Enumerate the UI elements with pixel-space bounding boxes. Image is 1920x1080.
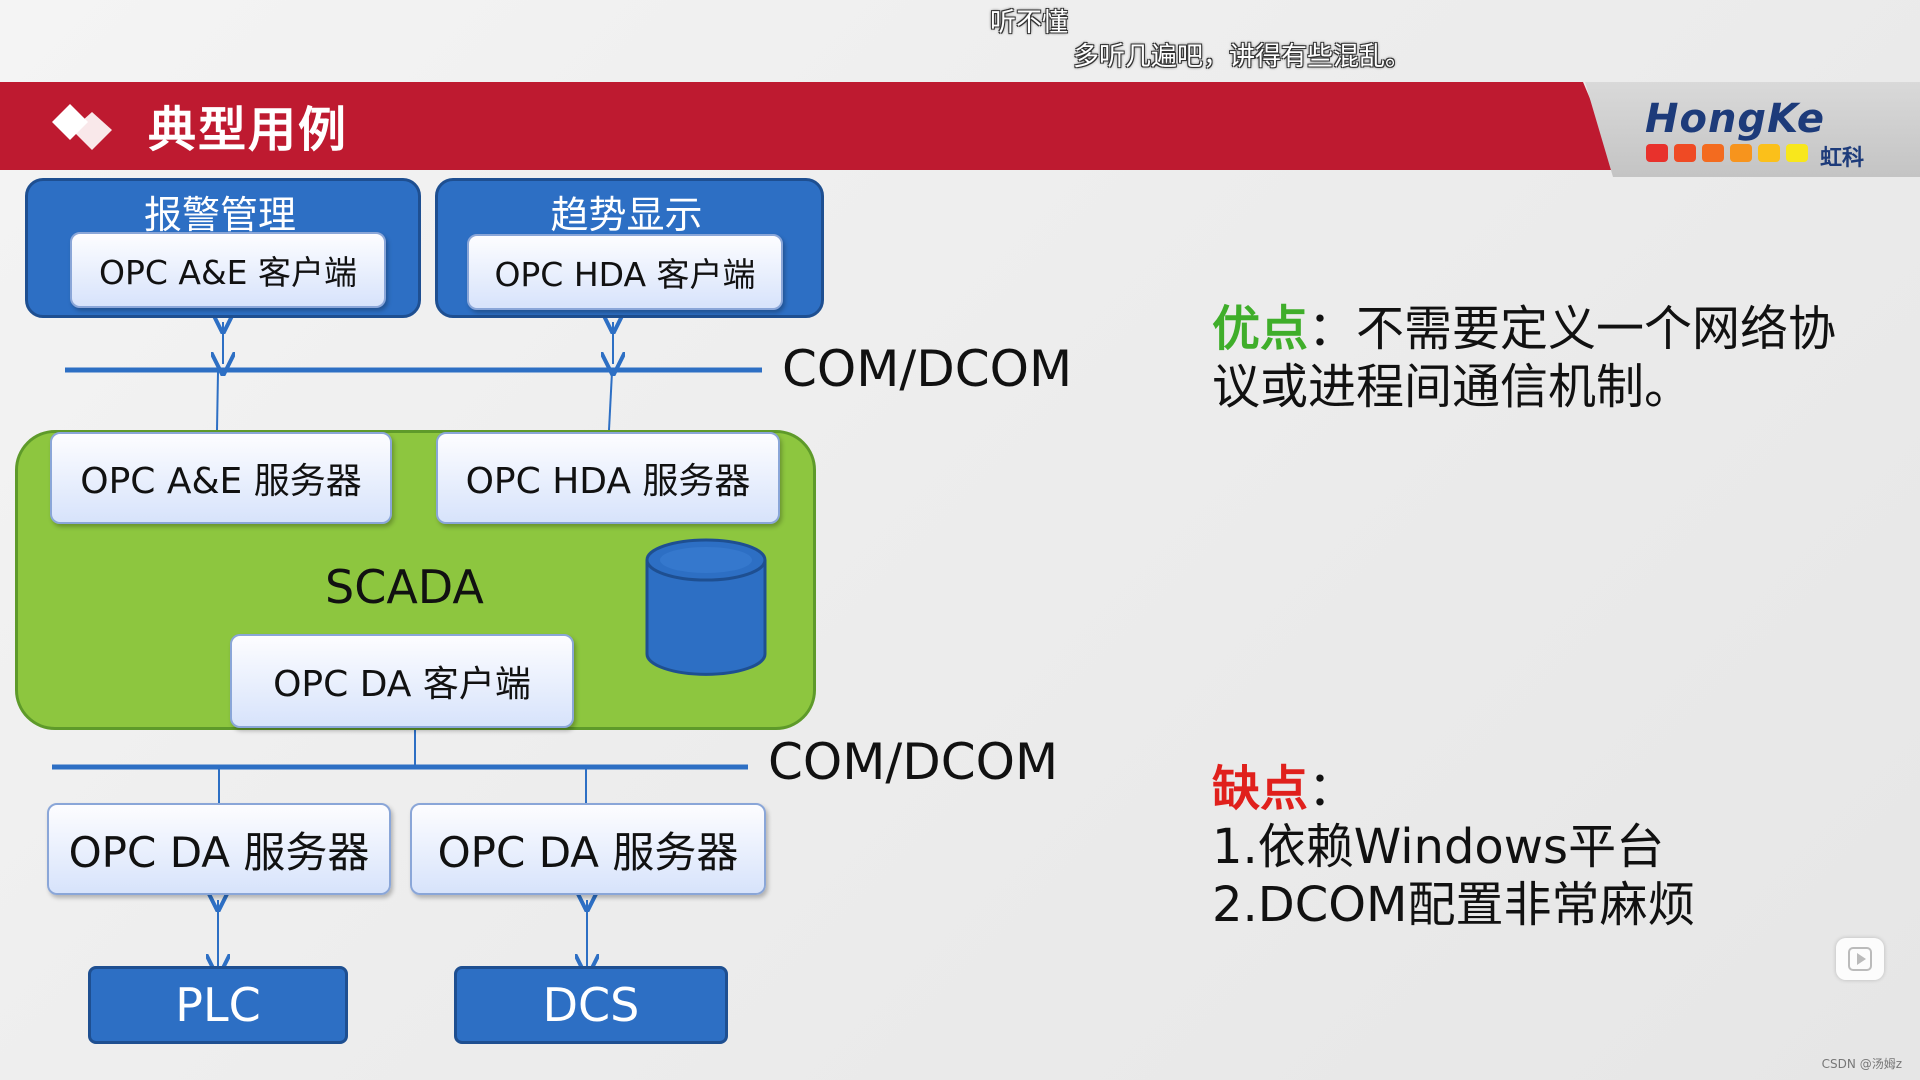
bus-label-bottom: COM/DCOM (768, 733, 1059, 791)
logo-dot (1758, 144, 1780, 162)
cons-label: 缺点 (1212, 761, 1309, 817)
watermark: CSDN @汤姆z (1821, 1057, 1902, 1071)
logo-dot (1646, 144, 1668, 162)
logo-dot (1786, 144, 1808, 162)
bus-label-top: COM/DCOM (782, 340, 1073, 398)
link-bus-hda-server (608, 371, 613, 431)
cons-item: 2.DCOM配置非常麻烦 (1212, 877, 1696, 933)
danmaku-comment: 多听几遍吧，讲得有些混乱。 (1073, 42, 1412, 72)
pros-text: 优点：不需要定义一个网络协议或进程间通信机制。 (1212, 300, 1852, 416)
play-icon (1848, 947, 1872, 971)
opc-hda-client-box: OPC HDA 客户端 (467, 234, 783, 310)
link-bus-ae-server (216, 371, 219, 431)
title-band (0, 82, 1620, 170)
logo-dot (1674, 144, 1696, 162)
opc-ae-client-box: OPC A&E 客户端 (70, 232, 386, 308)
dcs-box: DCS (454, 966, 728, 1044)
diagram-connectors (52, 0, 762, 1080)
trend-display-title: 趋势显示 (550, 193, 703, 237)
opc-ae-server-box: OPC A&E 服务器 (50, 432, 392, 524)
company-logo-text: HongKe (1645, 96, 1826, 142)
scada-label: SCADA (325, 560, 484, 614)
diamond-logo-icon (52, 104, 112, 150)
opc-da-client-box: OPC DA 客户端 (230, 634, 574, 728)
opc-hda-server-box: OPC HDA 服务器 (436, 432, 780, 524)
opc-da-server-box: OPC DA 服务器 (47, 803, 391, 895)
opc-da-server-box: OPC DA 服务器 (410, 803, 766, 895)
pros-label: 优点 (1212, 301, 1309, 357)
slide-title: 典型用例 (148, 102, 349, 158)
play-button[interactable] (1836, 938, 1884, 980)
danmaku-comment: 听不懂 (990, 8, 1069, 38)
cons-text: 缺点： 1.依赖Windows平台 2.DCOM配置非常麻烦 (1212, 760, 1852, 934)
cons-item: 1.依赖Windows平台 (1212, 819, 1665, 875)
company-logo-cn: 虹科 (1820, 146, 1865, 171)
cons-colon: ： (1308, 761, 1357, 817)
plc-box: PLC (88, 966, 348, 1044)
logo-dot (1730, 144, 1752, 162)
logo-panel (1585, 82, 1920, 177)
logo-dot (1702, 144, 1724, 162)
database-icon (645, 538, 767, 676)
alarm-management-title: 报警管理 (143, 193, 296, 237)
pros-description: ：不需要定义一个网络协议或进程间通信机制。 (1212, 301, 1837, 415)
